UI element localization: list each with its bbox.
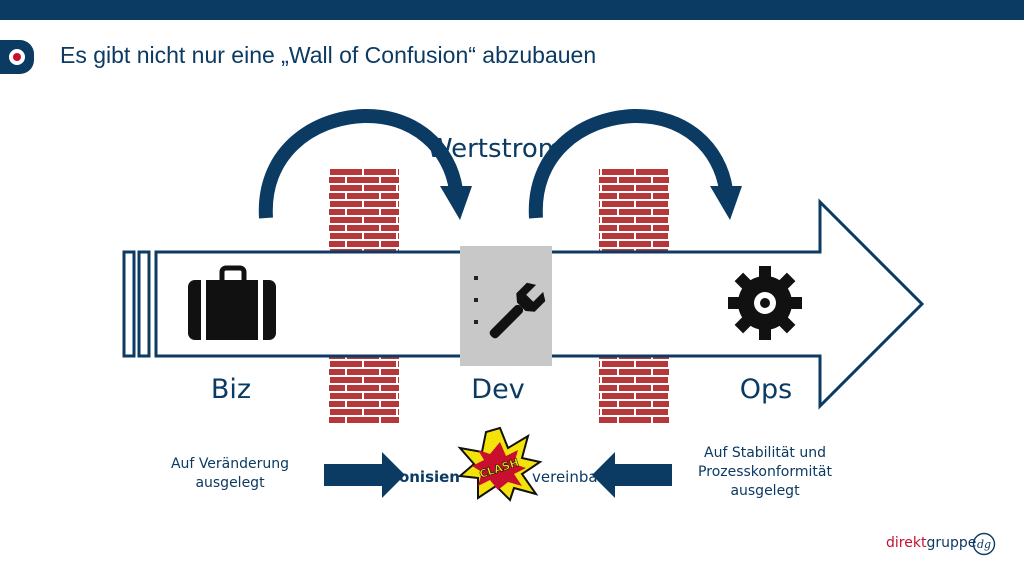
stage-label-ops: Ops (740, 374, 792, 405)
brand-name-blue: gruppe (926, 535, 977, 551)
gear-icon (728, 266, 802, 340)
stage-label-biz: Biz (211, 374, 251, 405)
wrench-icon (489, 282, 546, 339)
biz-note-line-1: Auf Veränderung (170, 456, 290, 472)
slide-title: Es gibt nicht nur eine „Wall of Confusio… (60, 42, 597, 68)
ops-note-line-1: Auf Stabilität und (704, 445, 826, 461)
push-arrow-right (324, 452, 405, 498)
company-logo-icon (0, 40, 34, 74)
flow-label: Wertstrom (427, 134, 563, 164)
briefcase-icon (188, 265, 276, 340)
handoff-arrow-dev-ops (528, 108, 742, 220)
brick-wall-biz-dev (329, 168, 399, 424)
brand-wordmark: direktgruppe (886, 535, 976, 551)
dev-highlight-dots (474, 276, 478, 324)
push-arrow-left (592, 452, 672, 498)
ops-note: Auf Stabilität und Prozesskonformität au… (680, 444, 850, 501)
handoff-arrow-biz-dev (258, 108, 472, 220)
biz-note-line-2: ausgelegt (195, 475, 265, 491)
middle-text-right: vereinbar (532, 468, 605, 486)
brick-wall-dev-ops (599, 168, 669, 424)
brand-monogram-text: dg (977, 538, 991, 551)
middle-text-left: monisien (383, 468, 460, 486)
stage-label-dev: Dev (471, 374, 524, 405)
ops-note-line-3: ausgelegt (730, 483, 800, 499)
ops-note-line-2: Prozesskonformität (698, 464, 832, 480)
biz-note: Auf Veränderung ausgelegt (150, 455, 310, 493)
brand-name-red: direkt (886, 535, 927, 551)
top-bar (0, 0, 1024, 20)
clash-burst-icon: CLASH (457, 426, 543, 502)
brand-monogram-icon: dg (972, 532, 996, 556)
